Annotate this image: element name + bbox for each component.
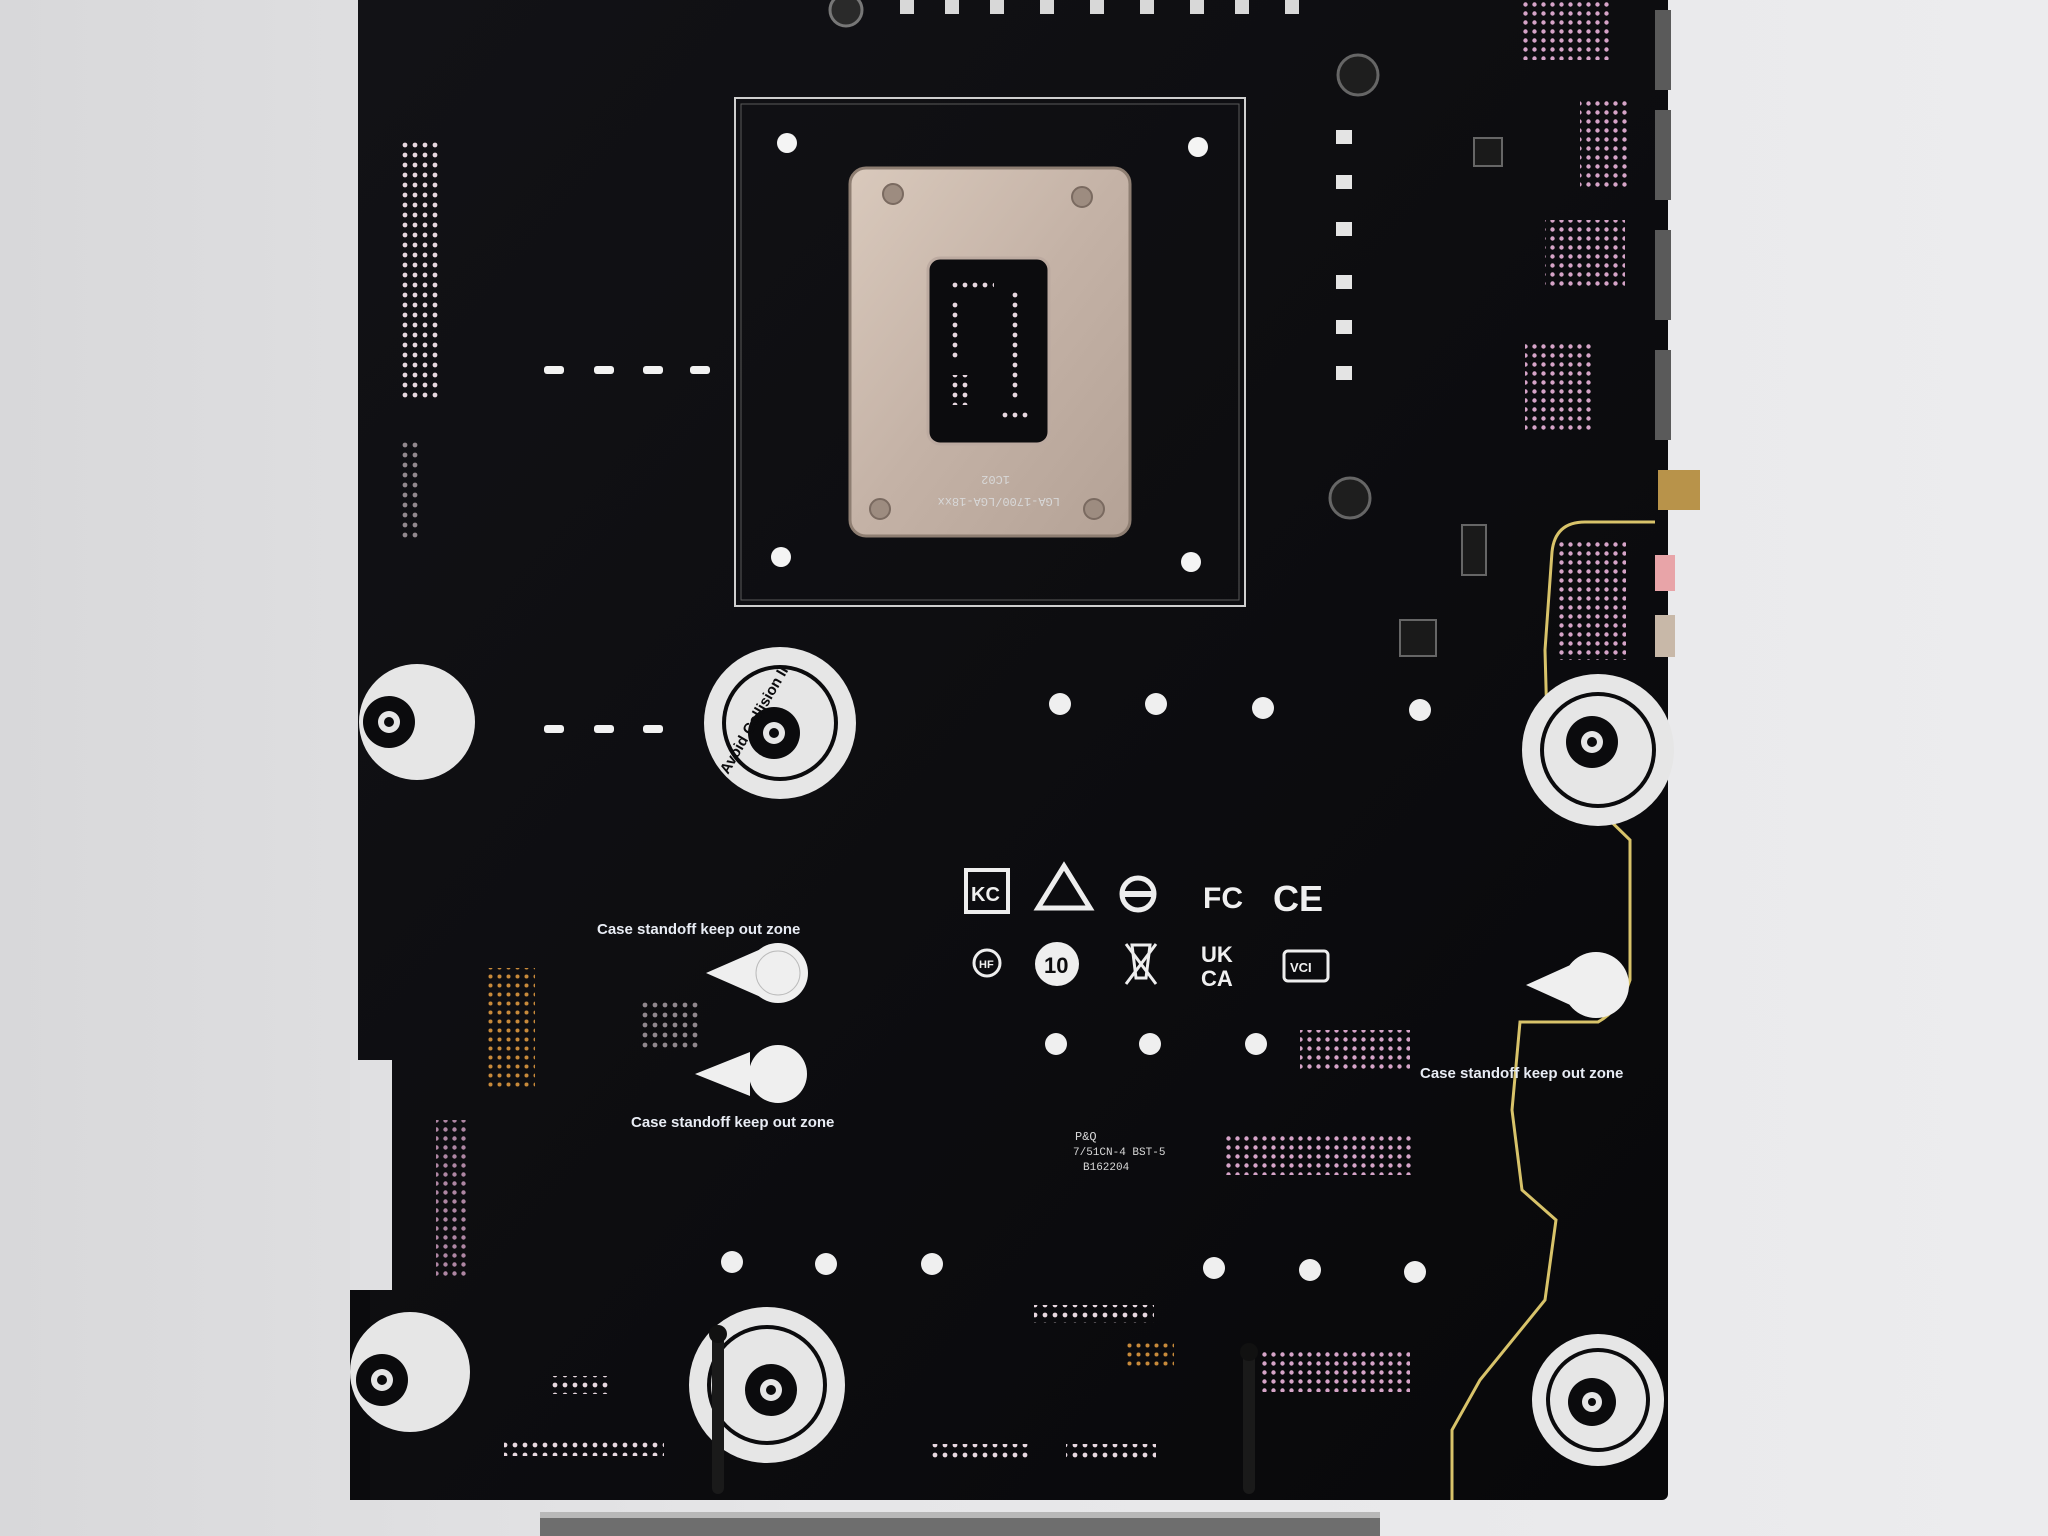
socket-corner-hole	[771, 547, 791, 567]
right-pin-cluster	[1580, 100, 1630, 190]
pcb-marking: 7/51CN-4 BST-5	[1073, 1147, 1165, 1159]
pin-cluster	[1225, 1133, 1411, 1175]
backplate-screw	[1083, 498, 1105, 520]
svg-text:HF: HF	[979, 959, 994, 971]
cpu-backplate: LGA-1700/LGA-18xx 1C02	[848, 166, 1132, 538]
keepout-marker	[706, 943, 808, 1003]
vcci-mark: VCI	[1282, 949, 1330, 983]
kc-mark: KC	[964, 868, 1010, 914]
header-pins	[400, 440, 420, 540]
svg-text:KC: KC	[971, 884, 1000, 906]
svg-text:VCI: VCI	[1290, 960, 1312, 975]
weee-mark	[1124, 943, 1158, 985]
pin-cluster	[1260, 1352, 1410, 1392]
keepout-label: Case standoff keep out zone	[597, 921, 800, 938]
rohs-mark	[1119, 875, 1157, 913]
ukca-mark: UK CA	[1201, 942, 1233, 991]
audio-jack	[1655, 555, 1675, 591]
socket-outline-inner	[740, 103, 1240, 601]
right-pin-cluster	[1520, 0, 1610, 60]
smd-dashes	[544, 366, 710, 733]
eco-mark: 10	[1035, 942, 1079, 986]
pin-cluster	[1066, 1444, 1156, 1460]
pin-cluster	[1300, 1030, 1410, 1070]
pin-cluster	[638, 1000, 698, 1050]
fcc-mark: FC	[1203, 882, 1243, 915]
ce-mark: CE	[1273, 878, 1323, 919]
pin-cluster	[932, 1444, 1032, 1460]
socket-corner-hole	[777, 133, 797, 153]
keepout-label: Case standoff keep out zone	[631, 1114, 834, 1131]
pin-cluster	[436, 1120, 466, 1280]
ic-chip	[1399, 619, 1437, 657]
pin-cluster	[1034, 1305, 1154, 1323]
pin-cluster	[504, 1438, 664, 1456]
collision-mark	[1532, 1334, 1664, 1466]
socket-outline-outer	[734, 97, 1246, 607]
io-connector	[1655, 350, 1671, 440]
pcb-marking: B162204	[1083, 1162, 1130, 1174]
socket-corner-hole	[1188, 137, 1208, 157]
mounting-pads	[721, 693, 1431, 1283]
svg-text:CA: CA	[1201, 966, 1233, 991]
backplate-socket-text: LGA-1700/LGA-18xx	[938, 494, 1060, 508]
backplate-screw	[1071, 186, 1093, 208]
pin-cluster	[1124, 1342, 1174, 1366]
pin-cluster	[485, 968, 535, 1088]
collision-mark	[689, 1307, 845, 1463]
header-pins	[402, 140, 442, 400]
right-pin-cluster	[1556, 540, 1626, 660]
pcb-notch	[350, 1060, 392, 1290]
keepout-label: Case standoff keep out zone	[1420, 1065, 1623, 1082]
backplate-screw	[869, 498, 891, 520]
right-pin-cluster	[1525, 340, 1595, 430]
pcb-marking: P&Q	[1075, 1130, 1097, 1144]
backplate-code: 1C02	[981, 472, 1010, 486]
io-connector	[1655, 230, 1671, 320]
ic-chip	[1473, 137, 1503, 167]
display-stand	[540, 1325, 1380, 1536]
backplate-screw	[882, 183, 904, 205]
rcm-mark	[1033, 861, 1095, 911]
screw	[1336, 53, 1380, 97]
ic-chip	[1461, 524, 1487, 576]
svg-text:UK: UK	[1201, 942, 1233, 967]
top-edge-pads	[900, 0, 1299, 14]
collision-mark	[1522, 674, 1674, 826]
collision-mark	[359, 664, 475, 780]
io-connector	[1655, 110, 1671, 200]
right-smd-pads	[1336, 130, 1352, 380]
svg-text:10: 10	[1044, 953, 1068, 978]
screw	[828, 0, 864, 28]
right-pin-cluster	[1545, 220, 1625, 290]
collision-mark: Avoid Collision II	[704, 647, 856, 799]
screw	[1328, 476, 1372, 520]
socket-corner-hole	[1181, 552, 1201, 572]
audio-jack	[1655, 615, 1675, 657]
hf-mark: HF	[972, 948, 1002, 978]
antenna-connector	[1658, 470, 1700, 510]
keepout-marker	[695, 1045, 807, 1103]
keepout-marker	[1526, 952, 1629, 1018]
io-connector	[1655, 10, 1671, 90]
pin-cluster	[552, 1376, 612, 1394]
collision-mark	[350, 1312, 470, 1432]
